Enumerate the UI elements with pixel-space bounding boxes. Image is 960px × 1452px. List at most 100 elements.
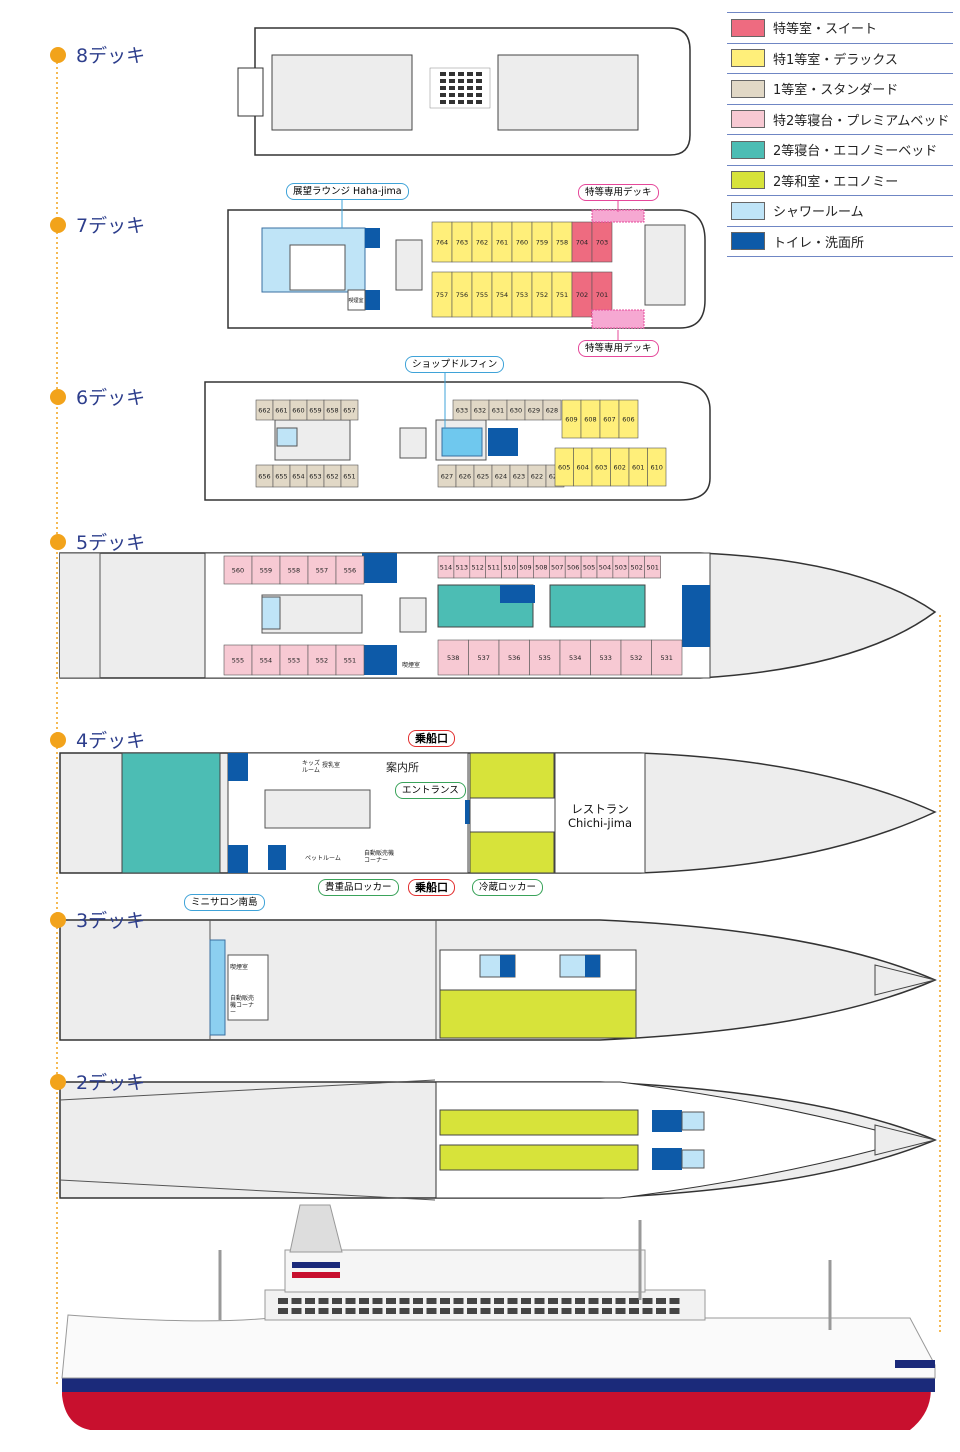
ship-window [345,1298,356,1304]
ship-window [575,1298,585,1304]
cabin-553 [279,644,309,676]
ship-window [656,1308,666,1314]
ship-window [305,1308,315,1314]
cabin-number: 754 [496,291,508,299]
cabin-number: 759 [536,239,548,247]
cabin-number: 656 [258,473,270,481]
cabin-number: 554 [260,657,272,665]
cabin-501 [644,555,661,579]
ship-window [372,1308,383,1314]
cabin-number: 752 [536,291,548,299]
seat-block [449,79,455,83]
cabin-number: 762 [476,239,488,247]
cabin-number: 509 [519,564,531,572]
cabin-555 [223,644,253,676]
cabin-number: 510 [503,564,515,572]
cabin-531 [651,639,683,676]
seat-block [440,72,446,76]
vending-4-label: 自動販売機コーナー [364,850,395,864]
deck-3-plan [59,919,937,1041]
ship-window [305,1298,315,1304]
smoking-3-label: 喫煙室 [230,964,249,971]
ship-window [386,1298,396,1304]
legend-label: 特1等室・デラックス [773,52,898,68]
legend-label: 特2等寝台・プレミアムベッド [773,113,950,129]
vending-3-label: 自動販売機コーナー [230,995,255,1016]
ship-window [440,1308,450,1314]
cabin-number: 502 [631,564,643,572]
cabin-number: 702 [576,291,588,299]
ship-window [602,1298,612,1304]
ship-window [521,1308,531,1314]
cabin-number: 654 [292,473,304,481]
ship-window [534,1298,545,1304]
cabin-number: 631 [492,407,504,415]
seat-block [467,93,473,97]
cabin-number: 758 [556,239,568,247]
seat-block [476,86,482,90]
legend-item: シャワールーム [727,196,953,227]
smoking-room-7-label: 喫煙室 [348,297,363,304]
boarding-top-callout: 乗船口 [408,730,455,747]
seat-block [449,72,455,76]
cabin-number: 653 [309,473,321,481]
seat-block [458,100,464,104]
deck-7-label: 7デッキ [50,211,145,238]
ship-window [588,1298,599,1304]
deck-5-label: 5デッキ [50,528,145,555]
cabin-number: 551 [344,657,356,665]
ship-window [629,1308,639,1314]
cabin-number: 753 [516,291,528,299]
deck-6-label: 6デッキ [50,383,145,410]
ship-window [372,1298,383,1304]
cabin-number: 658 [326,407,338,415]
legend-item: 2等和室・エコノミー [727,166,953,196]
seat-block [449,86,455,90]
ship-window [413,1298,423,1304]
seat-block [440,86,446,90]
cabin-533 [590,639,622,676]
cabin-number: 505 [583,564,595,572]
ship-window [453,1298,464,1304]
ship-window [318,1308,329,1314]
legend-item: 2等寝台・エコノミーベッド [727,135,953,166]
legend-item: 特2等寝台・プレミアムベッド [727,105,953,135]
cabin-number: 624 [495,473,507,481]
ship-window [332,1308,342,1314]
cabin-number: 534 [569,654,581,662]
cabin-number: 622 [531,473,543,481]
cabin-number: 655 [275,473,287,481]
ship-window [453,1308,464,1314]
cabin-number: 507 [551,564,563,572]
cabin-number: 751 [556,291,568,299]
cabin-number: 558 [288,567,300,575]
legend-label: トイレ・洗面所 [773,235,865,251]
special-lounge-label: 特等ラウンジ [626,279,640,303]
deck-marker-icon [50,216,66,233]
cabin-number: 514 [440,564,452,572]
entrance-callout: エントランス [395,782,466,799]
seat-block [467,100,473,104]
ship-window [669,1298,680,1304]
seat-block [449,100,455,104]
legend-swatch [731,201,765,220]
cabin-number: 701 [596,291,608,299]
nursing-room-label: 授乳室 [322,762,341,769]
ship-window [642,1308,653,1314]
ship-window [399,1308,410,1314]
cabin-number: 533 [600,654,612,662]
ship-window [386,1308,396,1314]
cabin-number: 628 [546,407,558,415]
legend-label: 2等和室・エコノミー [773,174,899,190]
cabin-number: 531 [661,654,673,662]
cabin-number: 660 [292,407,304,415]
cabin-number: 651 [343,473,355,481]
cabin-number: 627 [441,473,453,481]
cabin-559 [251,555,281,585]
cabin-number: 659 [309,407,321,415]
deck-4-text: 4デッキ [76,730,146,752]
cabin-number: 626 [459,473,471,481]
ship-window [615,1298,626,1304]
legend-item: 特1等室・デラックス [727,44,953,74]
